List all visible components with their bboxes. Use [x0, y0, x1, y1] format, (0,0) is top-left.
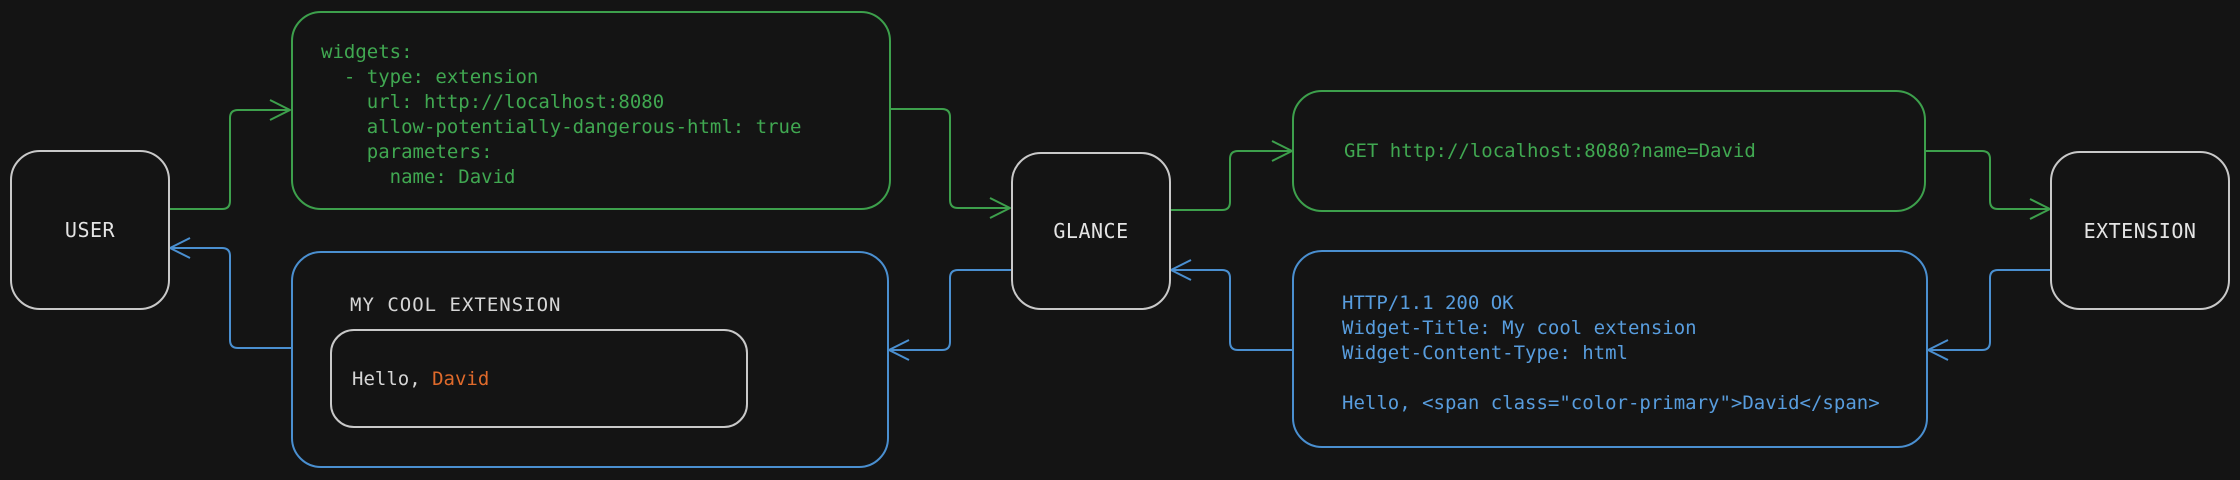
arrow-user-to-config [170, 99, 291, 210]
node-user-label: USER [64, 218, 116, 242]
config-line: url: http://localhost:8080 [321, 91, 665, 113]
config-line: allow-potentially-dangerous-html: true [321, 116, 802, 138]
arrow-config-to-glance [891, 108, 1011, 219]
rendered-widget-box: MY COOL EXTENSION Hello, David [291, 251, 889, 468]
node-extension-label: EXTENSION [2083, 218, 2197, 243]
arrow-response-to-glance [1170, 259, 1292, 351]
node-user: USER [10, 150, 170, 310]
config-line: widgets: [321, 41, 413, 63]
node-glance: GLANCE [1011, 152, 1171, 310]
response-line: HTTP/1.1 200 OK [1342, 292, 1514, 314]
node-extension: EXTENSION [2050, 151, 2230, 310]
http-response-box: HTTP/1.1 200 OK Widget-Title: My cool ex… [1292, 250, 1928, 448]
response-line: Widget-Title: My cool extension [1342, 317, 1697, 339]
arrow-extension-to-response [1927, 269, 2050, 361]
config-line: parameters: [321, 141, 493, 163]
http-request-box: GET http://localhost:8080?name=David [1292, 90, 1926, 212]
http-request-line: GET http://localhost:8080?name=David [1344, 140, 1756, 162]
node-glance-label: GLANCE [1053, 219, 1129, 243]
arrow-request-to-extension [1926, 150, 2051, 220]
response-line: Hello, <span class="color-primary">David… [1342, 392, 1880, 414]
widget-greeting-frame: Hello, David [330, 329, 748, 428]
greeting-prefix: Hello, [352, 367, 433, 390]
config-yaml-box: widgets: - type: extension url: http://l… [291, 11, 891, 210]
arrow-glance-to-request [1171, 140, 1293, 211]
greeting-name: David [432, 367, 490, 390]
config-line: name: David [321, 166, 516, 188]
arrow-widget-to-user [169, 237, 291, 349]
response-line: Widget-Content-Type: html [1342, 342, 1628, 364]
response-line [1342, 366, 1906, 391]
widget-title: MY COOL EXTENSION [350, 294, 562, 316]
config-line: - type: extension [321, 66, 539, 88]
arrow-glance-to-widget [888, 269, 1011, 361]
